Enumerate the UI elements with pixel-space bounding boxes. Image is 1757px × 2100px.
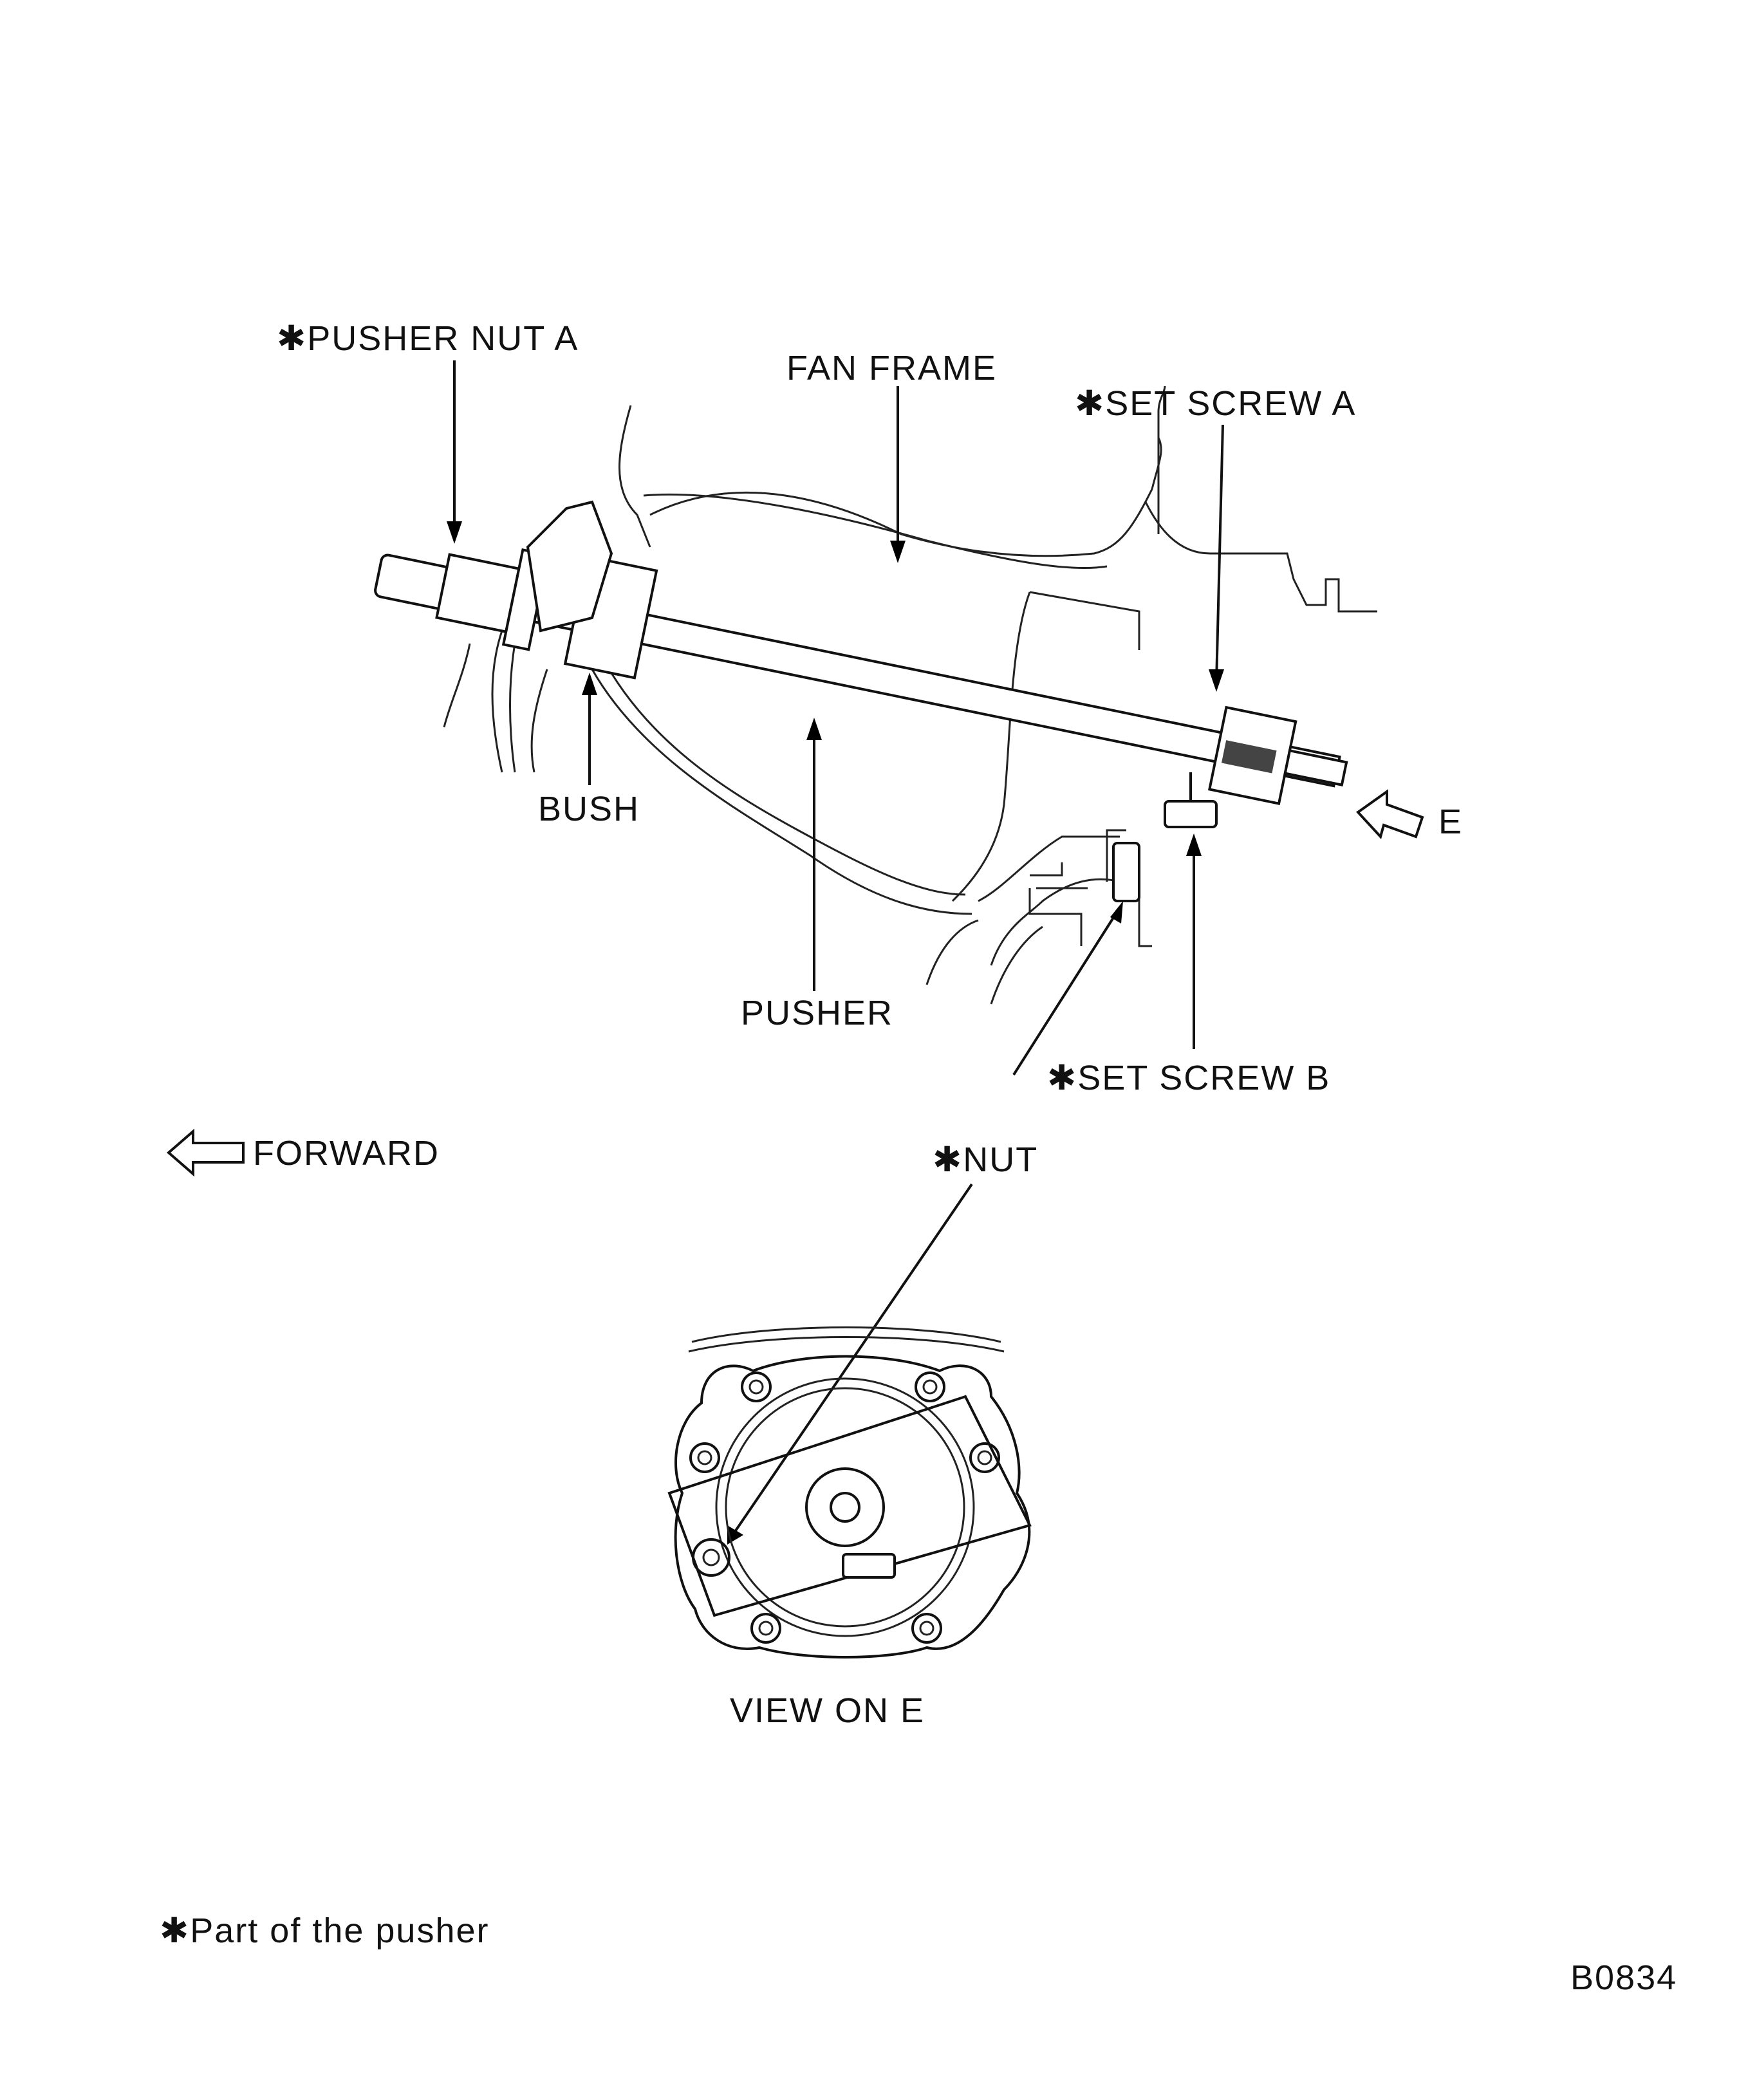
pusher-shaft (374, 548, 1348, 805)
footnote: ✱Part of the pusher (160, 1911, 490, 1950)
label-pusher: PUSHER (741, 994, 893, 1032)
label-e: E (1438, 803, 1463, 841)
label-view-on-e: VIEW ON E (730, 1691, 925, 1730)
view-e-arrow-icon (1355, 789, 1424, 839)
fan-frame (443, 386, 1377, 1005)
view-on-e-drawing (667, 1326, 1032, 1659)
label-set-screw-b: ✱SET SCREW B (1047, 1059, 1330, 1097)
label-pusher-nut-a: ✱PUSHER NUT A (277, 319, 579, 358)
pusher-nut-a-bracket (526, 500, 613, 633)
label-forward: FORWARD (253, 1134, 440, 1173)
set-screw-a-hatch (1221, 740, 1277, 774)
set-screw-b (1164, 800, 1218, 828)
label-set-screw-a: ✱SET SCREW A (1075, 384, 1356, 423)
forward-arrow-icon (166, 1128, 245, 1177)
figure-id: B0834 (1570, 1958, 1677, 1997)
nut (1112, 842, 1140, 902)
label-fan-frame: FAN FRAME (786, 349, 997, 387)
label-nut: ✱NUT (933, 1140, 1038, 1179)
label-bush: BUSH (538, 790, 640, 828)
